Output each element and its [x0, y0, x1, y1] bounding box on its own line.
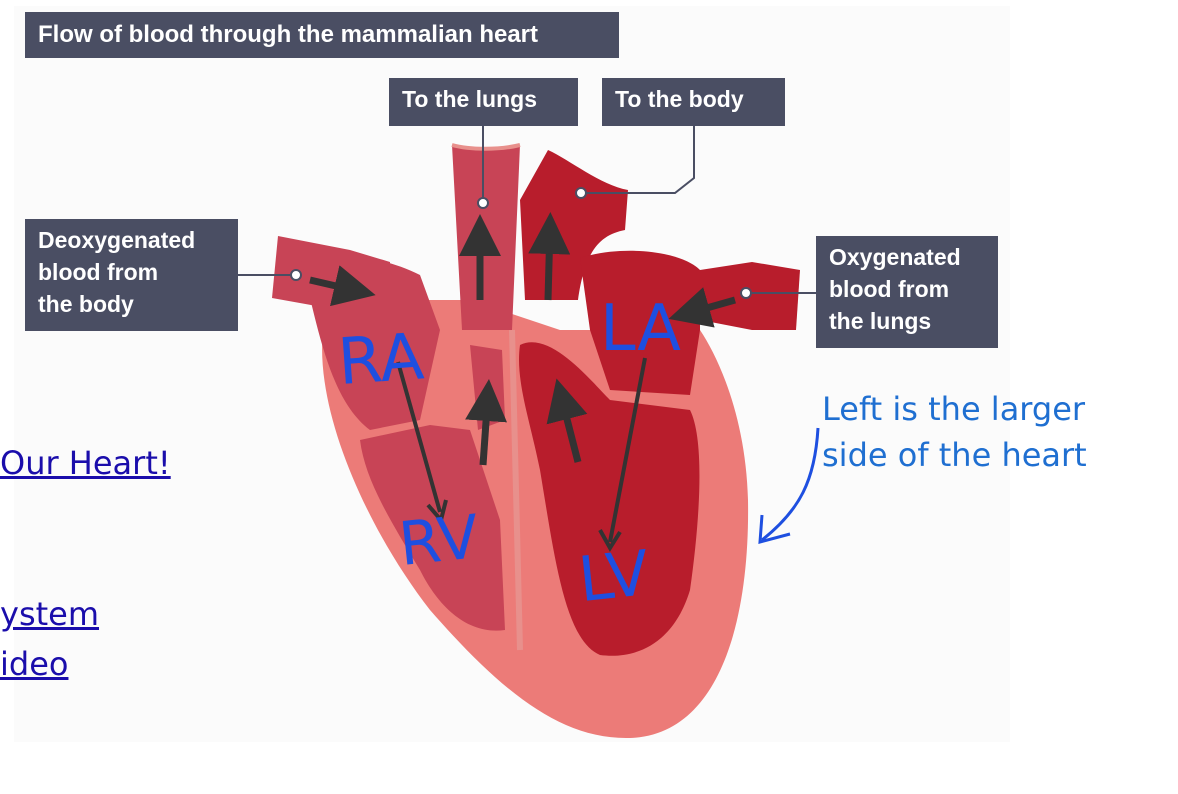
- flow-arrow: [668, 287, 736, 328]
- ink-arrow: [396, 361, 442, 513]
- circulatory-system-link[interactable]: ystem: [0, 595, 100, 633]
- left-atrium: [580, 250, 700, 395]
- la-annotation: LA: [600, 292, 681, 366]
- ink-arrow: [608, 357, 647, 543]
- label-to-lungs: To the lungs: [389, 78, 578, 126]
- pulmonary-artery: [452, 145, 520, 330]
- flow-arrow: [309, 265, 376, 307]
- pulmonary-artery-rim: [451, 143, 521, 151]
- our-heart-link[interactable]: Our Heart!: [0, 444, 171, 482]
- label-oxygenated: Oxygenated blood from the lungs: [816, 236, 998, 348]
- lv-annotation: LV: [575, 536, 652, 616]
- left-side-note: Left is the larger side of the heart: [822, 390, 1087, 474]
- flow-arrow: [528, 212, 571, 301]
- leader-line: [581, 125, 695, 194]
- video-link[interactable]: ideo: [0, 645, 69, 683]
- note-arrow: [761, 427, 820, 542]
- diagram-title: Flow of blood through the mammalian hear…: [25, 12, 619, 58]
- label-deoxygenated: Deoxygenated blood from the body: [25, 219, 238, 331]
- right-ventricle: [360, 425, 505, 631]
- flow-arrow: [465, 379, 508, 466]
- rv-annotation: RV: [396, 502, 482, 580]
- label-to-body: To the body: [602, 78, 785, 126]
- ra-annotation: RA: [336, 320, 427, 400]
- flow-arrow: [546, 378, 588, 463]
